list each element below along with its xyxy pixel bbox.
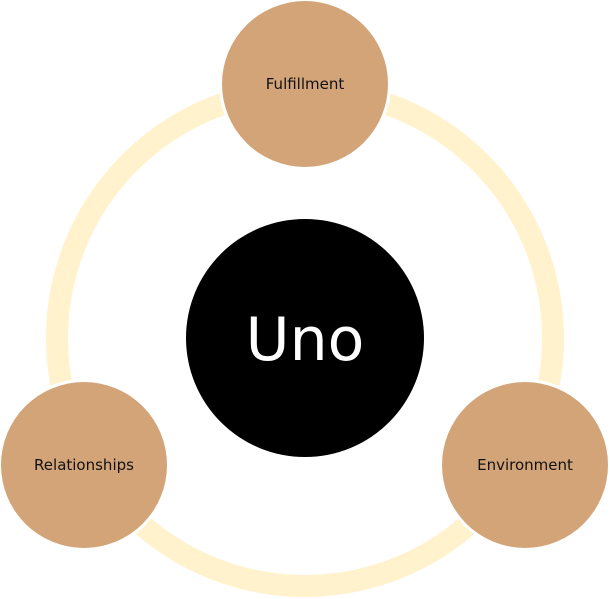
node-label: Relationships	[34, 456, 134, 474]
node-label: Fulfillment	[266, 75, 345, 93]
center-label: Uno	[246, 305, 365, 375]
node-label: Environment	[477, 456, 573, 474]
center-node: Uno	[186, 219, 424, 457]
node-relationships: Relationships	[0, 379, 170, 551]
node-fulfillment: Fulfillment	[219, 0, 391, 170]
node-environment: Environment	[439, 379, 610, 551]
